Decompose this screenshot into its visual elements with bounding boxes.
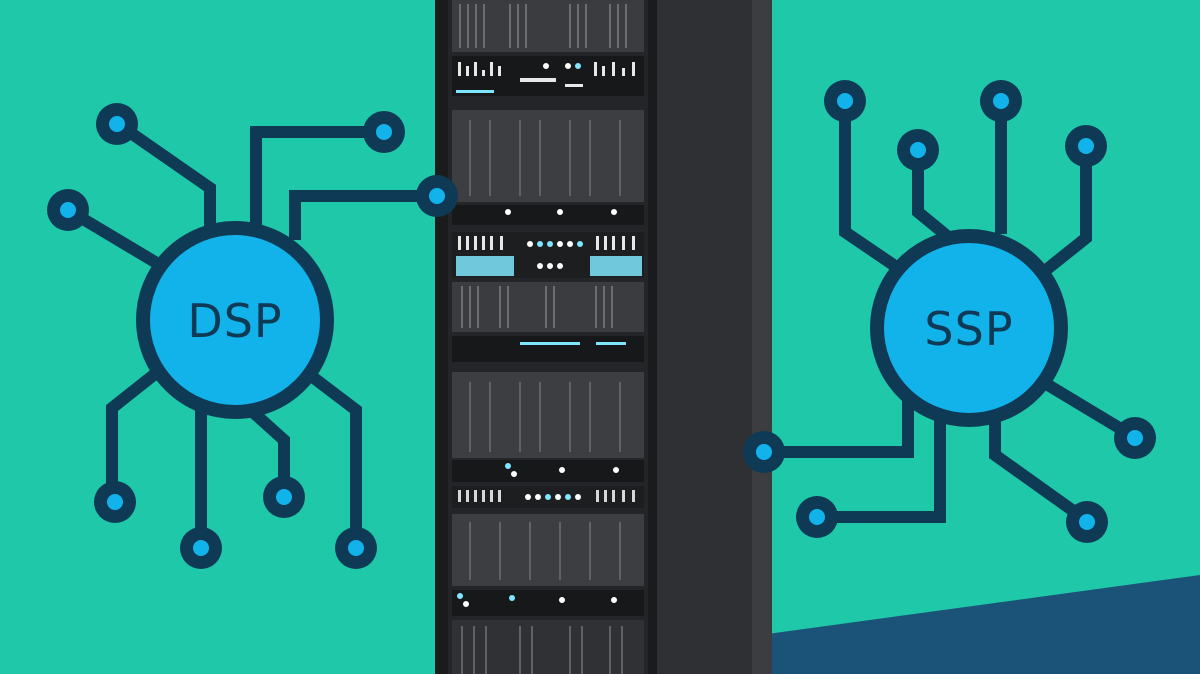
ssp-trace bbox=[1042, 146, 1092, 275]
circuit-node-icon bbox=[263, 476, 305, 518]
circuit-node-icon bbox=[335, 527, 377, 569]
server-rack-icon bbox=[435, 0, 772, 674]
ssp-hub: SSP bbox=[870, 229, 1068, 427]
circuit-node-icon bbox=[47, 189, 89, 231]
dsp-trace bbox=[289, 190, 436, 240]
circuit-node-icon bbox=[94, 481, 136, 523]
ssp-trace bbox=[839, 102, 902, 273]
circuit-node-icon bbox=[1066, 501, 1108, 543]
rack-unit bbox=[452, 110, 644, 202]
circuit-node-icon bbox=[980, 80, 1022, 122]
circuit-node-icon bbox=[363, 111, 405, 153]
circuit-node-icon bbox=[1065, 125, 1107, 167]
dsp-trace bbox=[306, 370, 362, 547]
circuit-hub-icon bbox=[870, 229, 1068, 427]
dsp-trace bbox=[114, 119, 216, 240]
circuit-hub-icon bbox=[136, 221, 334, 419]
ssp-label: SSP bbox=[924, 302, 1013, 356]
dsp-trace bbox=[250, 126, 384, 236]
rack-unit bbox=[452, 514, 644, 586]
ssp-trace bbox=[766, 398, 914, 458]
rack-unit bbox=[452, 620, 644, 674]
circuit-node-icon bbox=[796, 496, 838, 538]
dsp-trace bbox=[106, 365, 164, 497]
ssp-terminals bbox=[743, 80, 1156, 543]
rack-unit bbox=[452, 0, 644, 52]
circuit-node-icon bbox=[1114, 417, 1156, 459]
circuit-node-icon bbox=[897, 129, 939, 171]
circuit-node-icon bbox=[180, 527, 222, 569]
rack-side bbox=[655, 0, 772, 674]
circuit-node-icon bbox=[416, 175, 458, 217]
corner-accent bbox=[760, 575, 1200, 674]
rack-side-highlight bbox=[752, 0, 772, 674]
rack-unit bbox=[452, 372, 644, 458]
ssp-trace bbox=[989, 410, 1090, 525]
circuit-node-icon bbox=[824, 80, 866, 122]
circuit-node-icon bbox=[96, 103, 138, 145]
circuit-node-icon bbox=[743, 431, 785, 473]
rack-unit bbox=[452, 282, 644, 332]
dsp-label: DSP bbox=[187, 294, 282, 348]
ssp-trace bbox=[818, 410, 946, 523]
dsp-hub: DSP bbox=[136, 221, 334, 419]
rack-units bbox=[452, 0, 644, 674]
